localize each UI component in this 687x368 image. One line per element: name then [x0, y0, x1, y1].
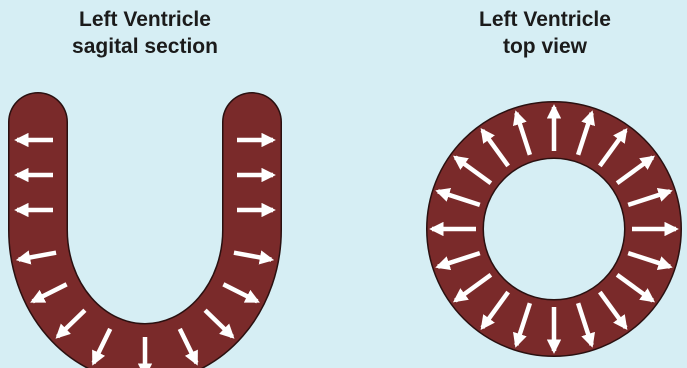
top-view-section [432, 107, 676, 351]
sagittal-section [17, 122, 273, 368]
top-view-ring [455, 130, 653, 328]
sagittal-wall [38, 122, 252, 353]
